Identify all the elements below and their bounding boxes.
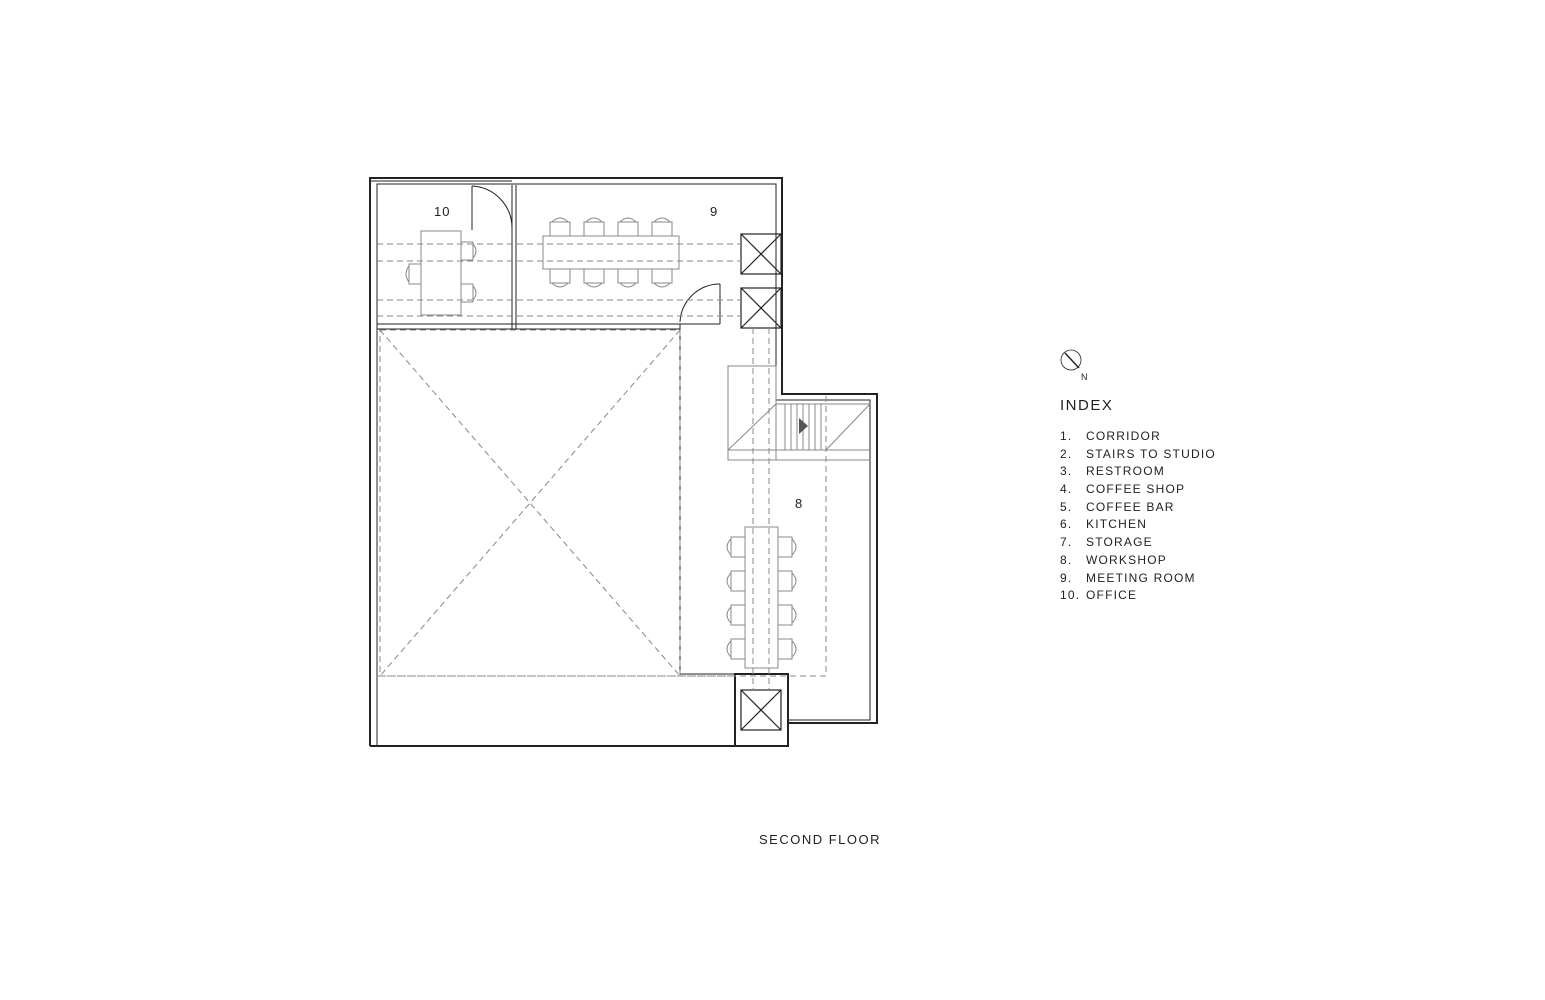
office-furniture <box>405 230 477 316</box>
beam-lines <box>377 243 827 690</box>
list-item-label: CORRIDOR <box>1086 429 1161 443</box>
list-item: 10. OFFICE <box>1060 587 1216 605</box>
list-item: 5. COFFEE BAR <box>1060 499 1216 517</box>
list-item-label: MEETING ROOM <box>1086 570 1196 585</box>
list-item: 6. KITCHEN <box>1060 516 1216 534</box>
stair-direction-arrow <box>799 418 808 434</box>
index-legend: INDEX 1. CORRIDOR 2. STAIRS TO STUDIO 3. RE… <box>1060 397 1216 605</box>
list-item-number: 1. <box>1060 429 1073 443</box>
workshop-furniture <box>726 526 797 669</box>
north-compass-icon: N <box>1060 349 1088 382</box>
index-title: INDEX <box>1060 397 1114 414</box>
list-item: 3. RESTROOM <box>1060 463 1216 481</box>
list-item-label: KITCHEN <box>1086 517 1148 532</box>
meeting-furniture <box>542 217 680 288</box>
list-item-number: 2. <box>1060 446 1073 461</box>
list-item: 4. COFFEE SHOP <box>1060 481 1216 499</box>
list-item-label: COFFEE BAR <box>1086 499 1175 514</box>
list-item-label: WORKSHOP <box>1086 552 1167 567</box>
list-item: 9. MEETING ROOM <box>1060 570 1216 588</box>
list-item-label: STAIRS TO STUDIO <box>1086 446 1216 461</box>
list-item-number: 5. <box>1060 499 1073 514</box>
room-number-8: 8 <box>795 496 803 511</box>
room-numbers: 10 9 8 <box>434 204 803 511</box>
outer-walls <box>369 177 878 747</box>
list-item: 8. WORKSHOP <box>1060 552 1216 570</box>
index-list: 1. CORRIDOR 2. STAIRS TO STUDIO 3. RESTROOM… <box>1060 428 1216 605</box>
list-item-label: COFFEE SHOP <box>1086 482 1186 497</box>
list-item: 2. STAIRS TO STUDIO <box>1060 446 1216 464</box>
list-item-label: STORAGE <box>1086 535 1153 550</box>
room-number-9: 9 <box>710 204 718 219</box>
list-item-number: 8. <box>1060 552 1073 567</box>
list-item-number: 9. <box>1060 570 1073 585</box>
room-number-10: 10 <box>434 204 450 219</box>
list-item-number: 7. <box>1060 535 1073 550</box>
void-opening <box>377 329 735 677</box>
inner-wall-lines <box>370 180 871 746</box>
list-item-number: 6. <box>1060 517 1073 532</box>
list-item-number: 3. <box>1060 464 1073 479</box>
shafts <box>740 233 782 731</box>
list-item-label: RESTROOM <box>1086 464 1165 479</box>
list-item: 1. CORRIDOR <box>1060 428 1216 446</box>
doors <box>471 185 721 324</box>
list-item-label: OFFICE <box>1086 588 1138 603</box>
floor-title: SECOND FLOOR <box>758 832 881 847</box>
list-item: 7. STORAGE <box>1060 534 1216 552</box>
list-item-number: 4. <box>1060 482 1073 497</box>
staircase <box>727 365 871 461</box>
north-label: N <box>1081 372 1088 382</box>
list-item-number: 10. <box>1060 588 1081 603</box>
